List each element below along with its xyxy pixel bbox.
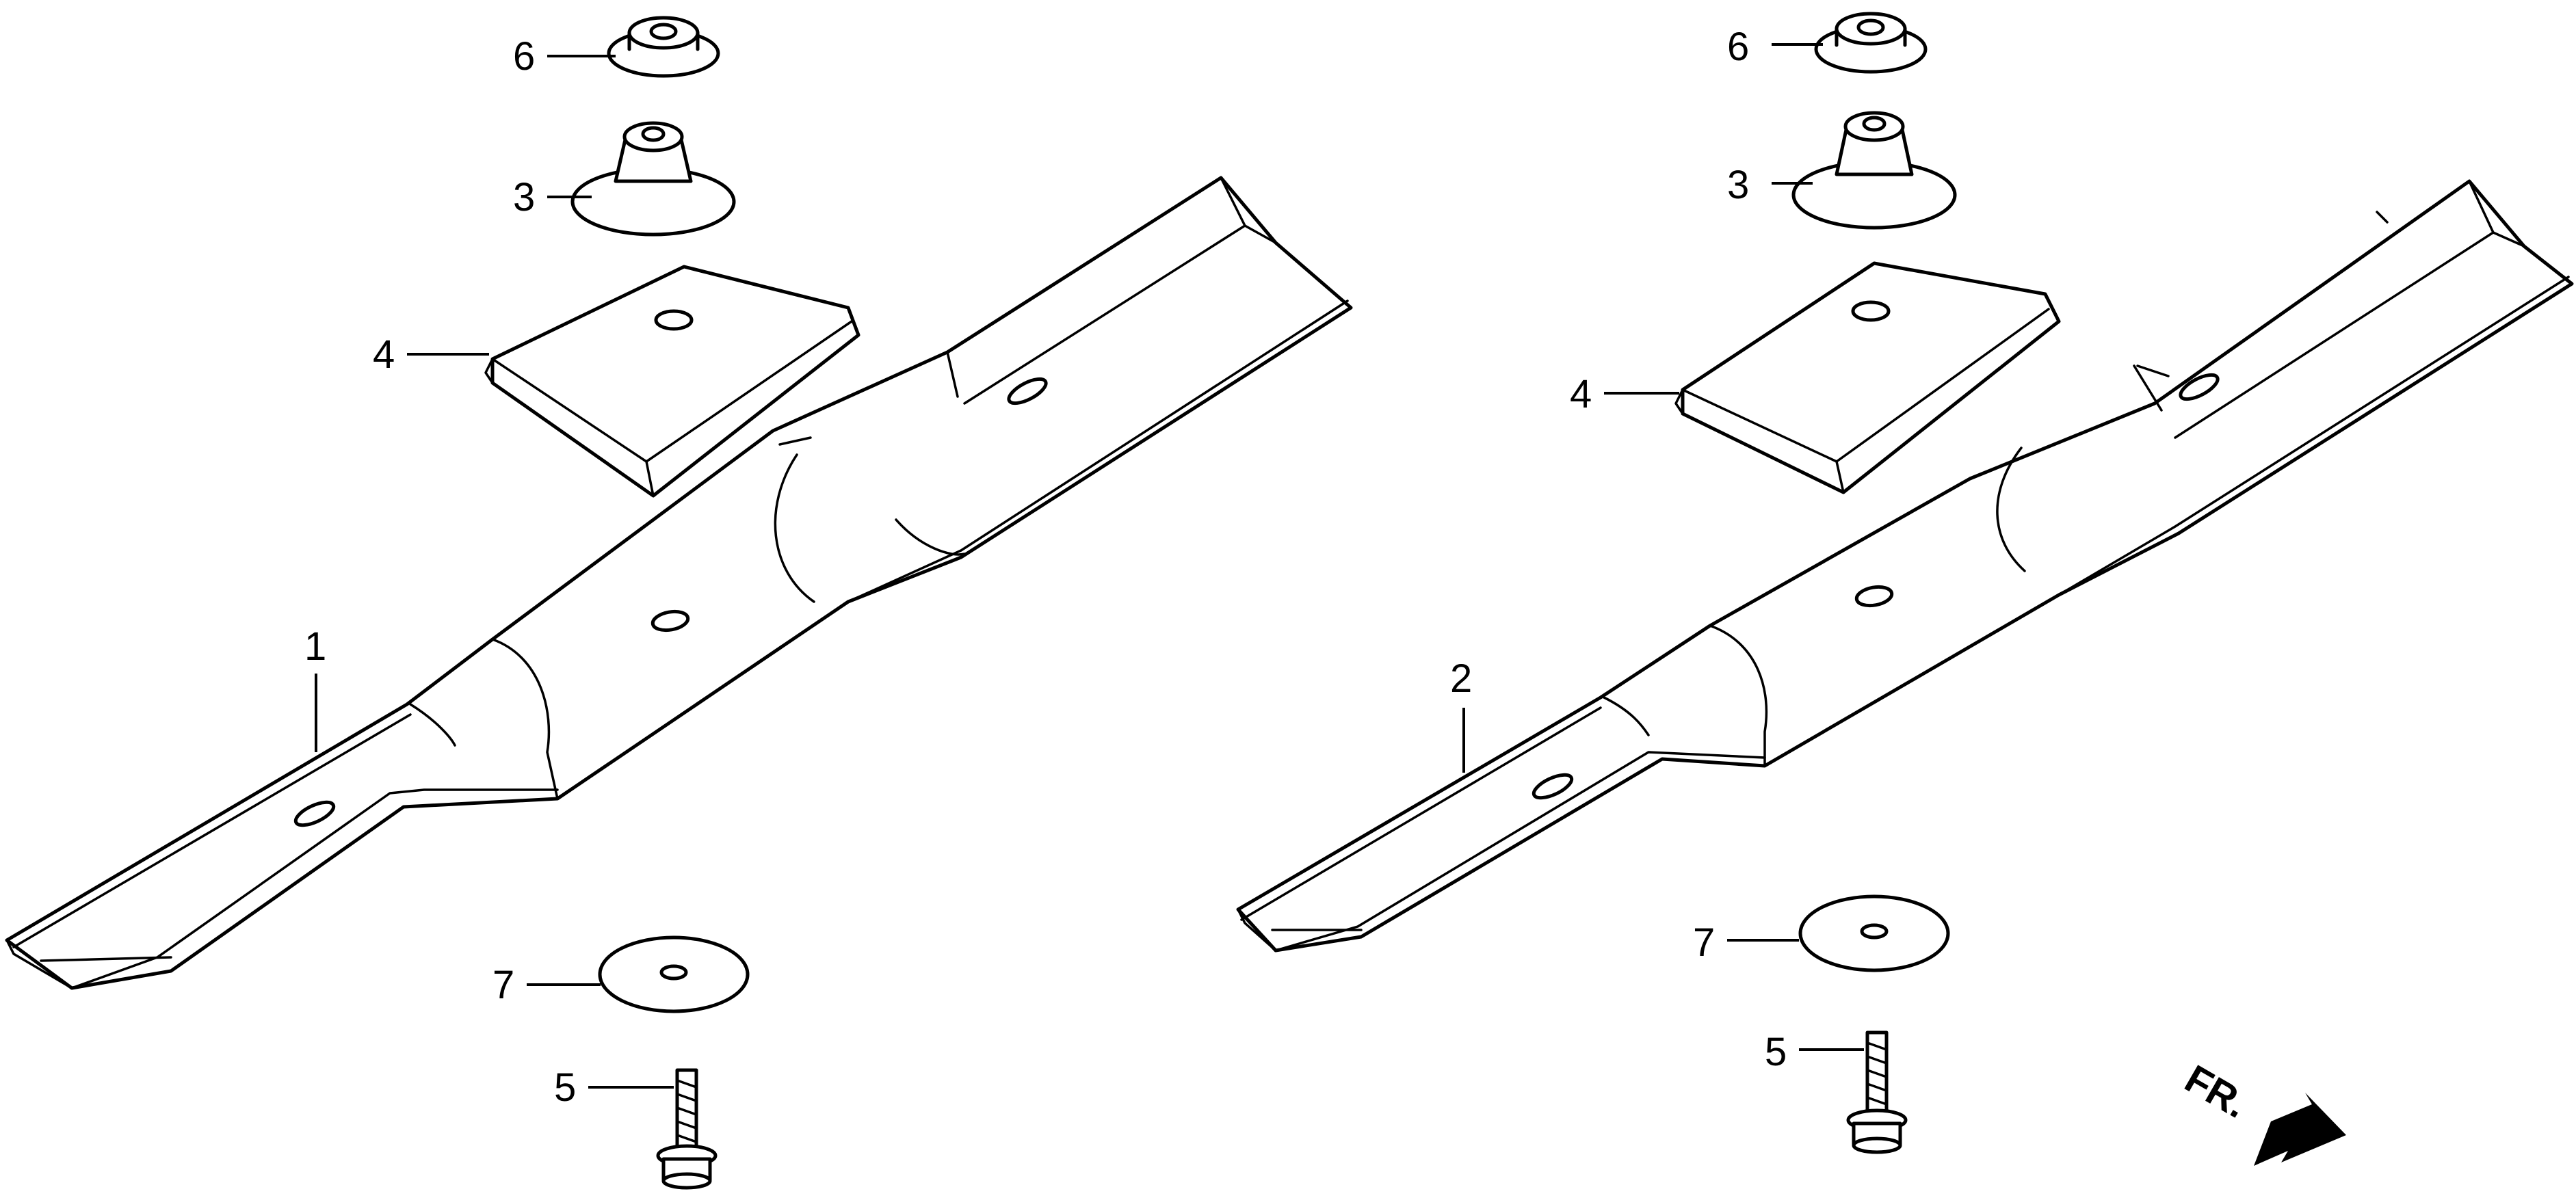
left-callout-blade: 1 xyxy=(304,624,326,669)
left-callout-nut-large: 3 xyxy=(513,175,535,219)
right-callout-nut-large: 3 xyxy=(1727,163,1749,207)
left-callouts: 6 3 4 1 7 5 xyxy=(304,34,674,1110)
left-assembly: 6 3 4 1 7 5 xyxy=(5,16,1353,1190)
left-nut-small xyxy=(607,16,720,78)
right-plate xyxy=(1674,261,2061,494)
right-callout-plate: 4 xyxy=(1570,372,1592,416)
right-assembly: 6 3 4 2 7 5 xyxy=(1236,12,2574,1154)
front-label: FR. xyxy=(2178,1056,2255,1127)
right-blade xyxy=(1236,179,2574,953)
left-washer xyxy=(598,935,750,1013)
right-callout-washer: 7 xyxy=(1693,920,1715,965)
direction-arrow-icon xyxy=(2254,1093,2346,1166)
left-callout-washer: 7 xyxy=(492,963,514,1007)
right-washer xyxy=(1798,894,1950,972)
left-blade xyxy=(5,176,1353,990)
left-callout-bolt: 5 xyxy=(554,1065,576,1110)
right-nut-small xyxy=(1814,12,1928,74)
left-bolt xyxy=(656,1068,718,1190)
right-callouts: 6 3 4 2 7 5 xyxy=(1450,25,1864,1074)
left-nut-large xyxy=(570,121,736,237)
left-callout-nut-small: 6 xyxy=(513,34,535,79)
right-callout-bolt: 5 xyxy=(1765,1030,1787,1074)
right-nut-large xyxy=(1791,111,1957,230)
right-bolt xyxy=(1846,1030,1908,1154)
front-indicator: FR. xyxy=(2178,1056,2346,1166)
right-callout-blade: 2 xyxy=(1450,656,1472,701)
left-callout-plate: 4 xyxy=(373,332,395,377)
right-callout-nut-small: 6 xyxy=(1727,25,1749,69)
left-plate xyxy=(484,265,860,498)
